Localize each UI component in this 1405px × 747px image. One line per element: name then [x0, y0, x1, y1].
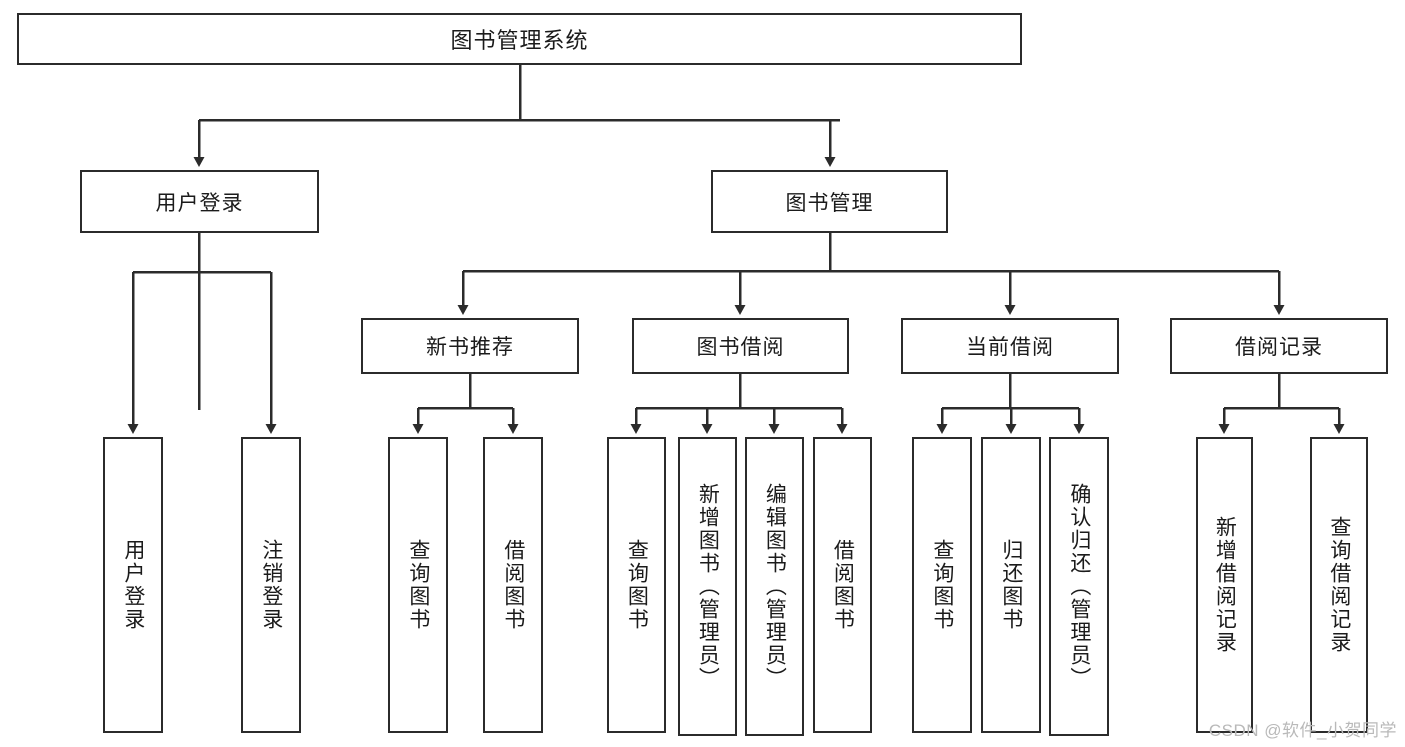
leaf-add-book-admin[interactable]: 新增图书（管理员） — [678, 437, 737, 736]
leaf-borrow-book[interactable]: 借阅图书 — [813, 437, 872, 733]
node-new-book-recommend[interactable]: 新书推荐 — [361, 318, 579, 374]
node-user-login[interactable]: 用户登录 — [80, 170, 319, 233]
leaf-return-book[interactable]: 归还图书 — [981, 437, 1041, 733]
csdn-watermark: CSDN @软件_小贺同学 — [1208, 721, 1397, 740]
node-book-borrow[interactable]: 图书借阅 — [632, 318, 849, 374]
leaf-user-login[interactable]: 用户登录 — [103, 437, 163, 733]
leaf-user-logout[interactable]: 注销登录 — [241, 437, 301, 733]
leaf-query-borrow-record[interactable]: 查询借阅记录 — [1310, 437, 1368, 733]
leaf-query-book-borrow[interactable]: 查询图书 — [607, 437, 666, 733]
node-current-borrow[interactable]: 当前借阅 — [901, 318, 1119, 374]
node-book-manage[interactable]: 图书管理 — [711, 170, 948, 233]
node-borrow-record[interactable]: 借阅记录 — [1170, 318, 1388, 374]
leaf-add-borrow-record[interactable]: 新增借阅记录 — [1196, 437, 1253, 733]
leaf-query-book-current[interactable]: 查询图书 — [912, 437, 972, 733]
leaf-confirm-return-admin[interactable]: 确认归还（管理员） — [1049, 437, 1109, 736]
node-root[interactable]: 图书管理系统 — [17, 13, 1022, 65]
leaf-query-book-recommend[interactable]: 查询图书 — [388, 437, 448, 733]
leaf-borrow-book-recommend[interactable]: 借阅图书 — [483, 437, 543, 733]
leaf-edit-book-admin[interactable]: 编辑图书（管理员） — [745, 437, 804, 736]
